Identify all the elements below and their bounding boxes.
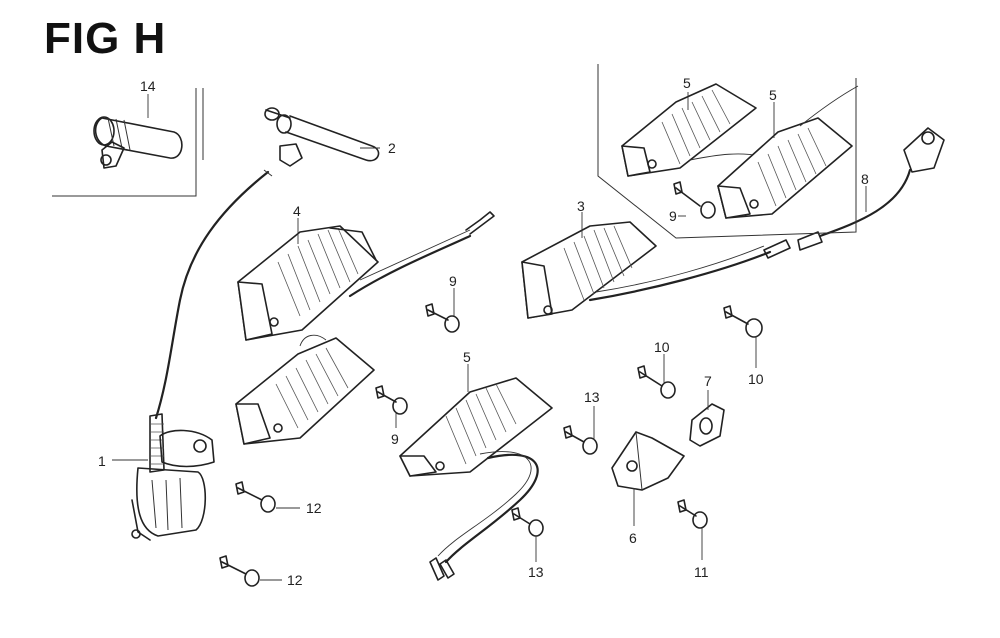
callout-11: 11	[694, 564, 709, 580]
callout-5-inset-left: 5	[683, 75, 691, 91]
figure-title: FIG H	[44, 14, 167, 63]
callout-7: 7	[704, 373, 712, 389]
bolt-9-middle	[375, 385, 408, 415]
bolt-13-upper	[563, 425, 598, 455]
callout-13-lower: 13	[528, 564, 544, 580]
coil-4-lead-wire	[348, 234, 472, 298]
callout-5-center: 5	[463, 349, 471, 365]
inset-box-part-5	[597, 64, 857, 239]
bolt-9-upper	[425, 303, 460, 333]
part-4-charge-coil	[237, 225, 379, 341]
callout-2: 2	[388, 140, 396, 156]
part-5-coil-lower	[717, 85, 859, 219]
bolt-10-right	[723, 305, 763, 338]
callout-6: 6	[629, 530, 637, 546]
bolt-12-lower	[219, 555, 260, 587]
part-14-plug-cap	[93, 116, 183, 169]
bolt-10-left	[637, 365, 676, 399]
part-6-bracket	[611, 431, 685, 491]
callout-9-upper: 9	[449, 273, 457, 289]
part-3-exciter-coil	[521, 221, 657, 319]
callout-3: 3	[577, 198, 585, 214]
callout-9-middle: 9	[391, 431, 399, 447]
callout-9-inset: 9	[669, 208, 677, 224]
callout-1: 1	[98, 453, 106, 469]
coil-5-lead-wire	[444, 453, 539, 564]
callout-14: 14	[140, 78, 156, 94]
bolt-12-upper	[235, 481, 276, 513]
callout-10-right: 10	[748, 371, 764, 387]
part-1-ignition-coil	[131, 413, 215, 541]
high-tension-wire	[154, 170, 270, 420]
callout-10-left: 10	[654, 339, 670, 355]
bolt-13-lower	[511, 507, 544, 537]
coil-3-lead-wire	[588, 250, 772, 302]
part-2-spark-plug-cap	[264, 107, 380, 167]
part-4-lower-coil	[235, 334, 375, 445]
callout-12-lower: 12	[287, 572, 303, 588]
part-5-coil-center	[399, 377, 553, 477]
callout-4: 4	[293, 203, 301, 219]
callout-leaders	[112, 92, 867, 581]
bolt-11	[677, 499, 708, 529]
inset-box-part-14	[52, 88, 204, 197]
callout-13-upper: 13	[584, 389, 600, 405]
part-7-clip	[689, 403, 725, 447]
part-5-coil-upper	[621, 83, 761, 177]
callout-12-upper: 12	[306, 500, 322, 516]
part-8-connector-harness	[763, 127, 945, 259]
bolt-9-inset	[673, 181, 716, 219]
callout-8: 8	[861, 171, 869, 187]
callout-5-inset-right: 5	[769, 87, 777, 103]
